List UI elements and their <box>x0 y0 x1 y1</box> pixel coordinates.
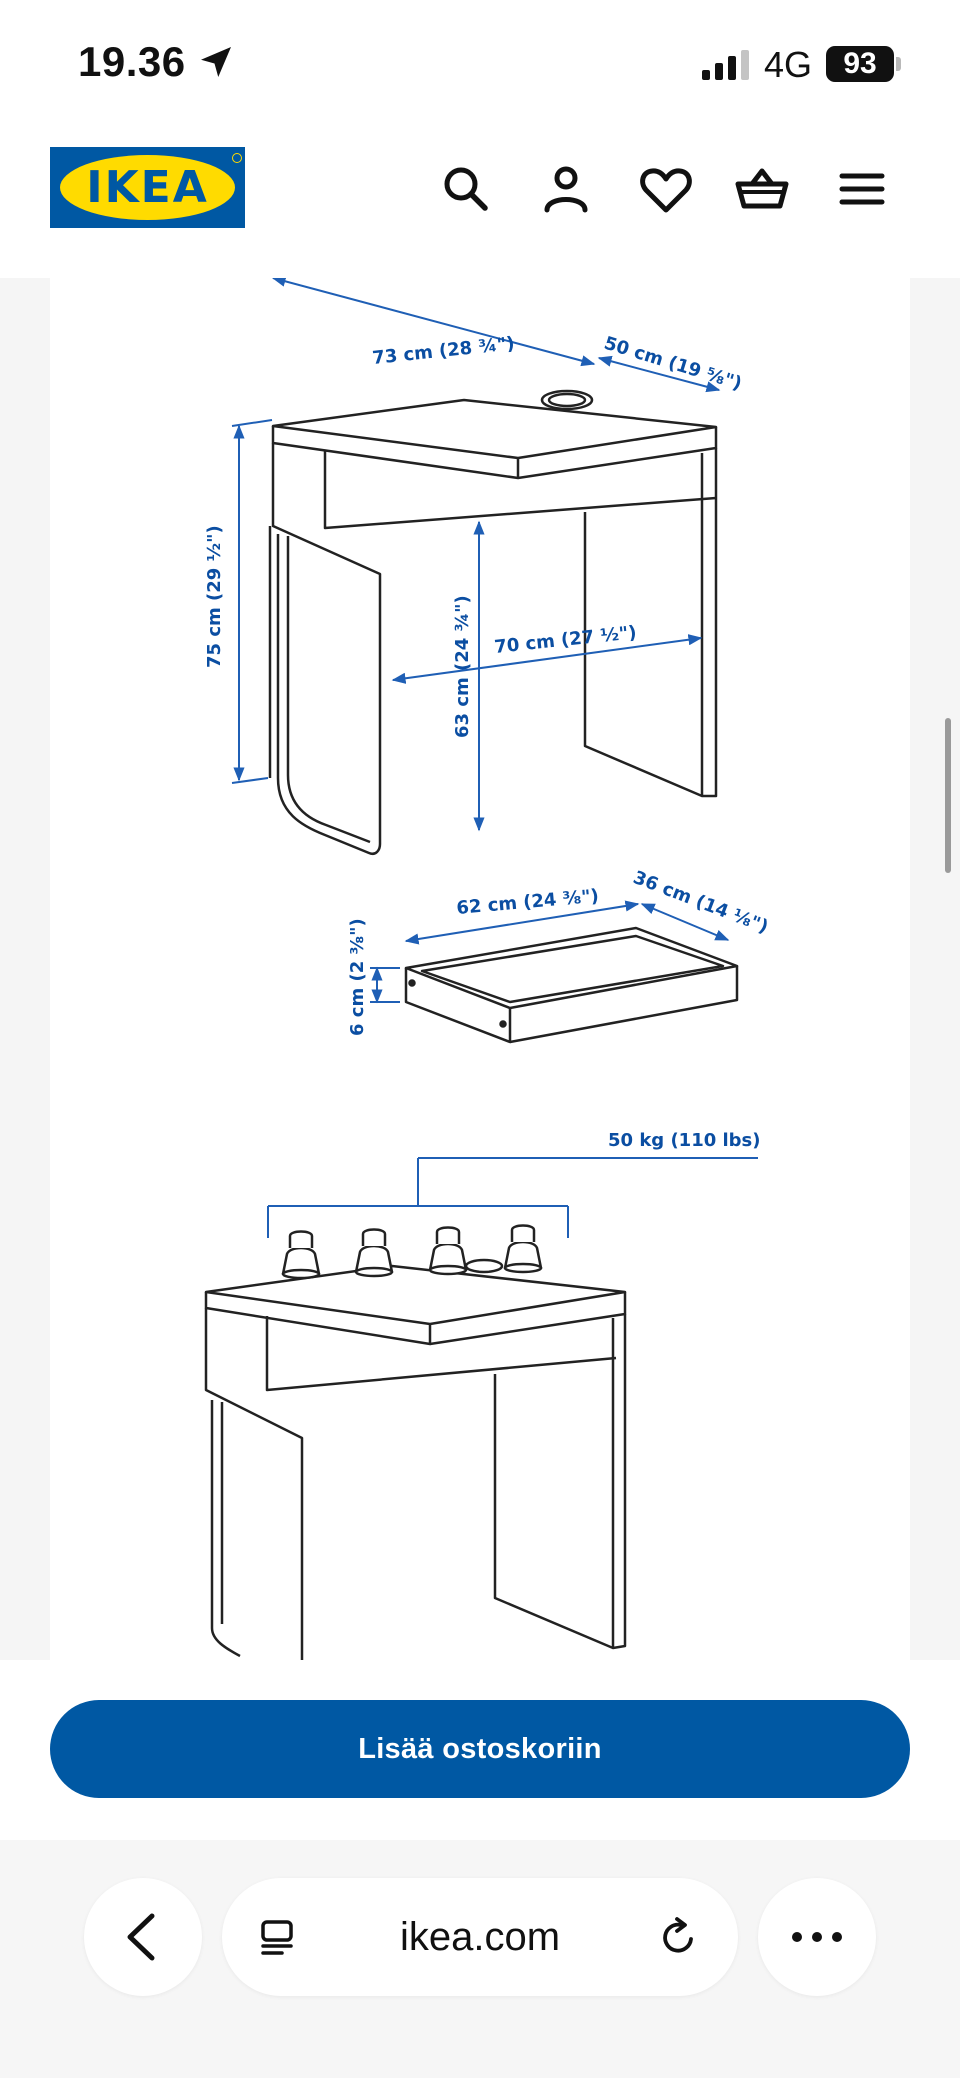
weight-3 <box>428 1226 504 1276</box>
basket-icon[interactable] <box>733 160 791 218</box>
chevron-left-icon <box>127 1913 155 1961</box>
ellipsis-icon <box>792 1932 842 1942</box>
status-bar: 19.36 4G 93 <box>0 0 960 130</box>
status-time: 19.36 <box>78 38 186 85</box>
drawer-depth-label: 36 cm (14 ⅛") <box>630 867 771 938</box>
address-bar[interactable]: ikea.com <box>222 1878 738 1996</box>
logo-ellipse <box>60 155 235 220</box>
dimension-image: 73 cm (28 ¾") 50 cm (19 ⅝") 75 cm (29 ½"… <box>50 275 910 1660</box>
drawer-drawing <box>404 926 739 1044</box>
desk-inner-height-label: 63 cm (24 ¾") <box>452 595 473 738</box>
url-text: ikea.com <box>399 1915 561 1959</box>
desk-height-label: 75 cm (29 ½") <box>204 525 225 668</box>
drawer-height-label: 6 cm (2 ⅜") <box>347 918 368 1036</box>
search-icon[interactable] <box>437 160 495 218</box>
desk-dimension-lines <box>231 275 721 832</box>
location-arrow-icon <box>201 47 231 77</box>
desk-inner-width-label: 70 cm (27 ½") <box>493 622 637 658</box>
product-image-gallery[interactable]: 73 cm (28 ¾") 50 cm (19 ⅝") 75 cm (29 ½"… <box>0 275 960 1660</box>
more-options-button[interactable] <box>758 1878 876 1996</box>
add-to-cart-button[interactable]: Lisää ostoskoriin <box>50 1700 910 1798</box>
reader-icon[interactable] <box>258 1917 298 1957</box>
weight-2 <box>354 1228 394 1278</box>
site-header: IKEA <box>0 130 960 278</box>
logo-text: IKEA <box>86 162 209 213</box>
battery-level: 93 <box>826 46 894 82</box>
cellular-signal-icon <box>702 50 749 80</box>
desk-width-label: 73 cm (28 ¾") <box>371 333 515 369</box>
load-capacity-label: 50 kg (110 lbs) <box>608 1130 761 1151</box>
dimension-diagram: 73 cm (28 ¾") 50 cm (19 ⅝") 75 cm (29 ½"… <box>204 275 771 1660</box>
heart-icon[interactable] <box>637 160 695 218</box>
weights-group <box>281 1224 543 1280</box>
logo-registered-mark <box>232 153 242 163</box>
weight-4 <box>503 1224 543 1274</box>
drawer-dimension-lines <box>370 900 730 1004</box>
battery-tip <box>896 57 901 71</box>
browser-toolbar: ikea.com <box>0 1840 960 2078</box>
load-indicator-lines <box>267 1157 758 1238</box>
network-type: 4G <box>764 44 813 85</box>
reload-icon[interactable] <box>658 1916 700 1958</box>
account-icon[interactable] <box>537 160 595 218</box>
gallery-scrollbar[interactable] <box>945 718 951 873</box>
ikea-logo[interactable]: IKEA <box>50 147 245 228</box>
desk-drawing <box>268 389 718 855</box>
loaded-desk-drawing <box>204 1264 627 1660</box>
weight-1 <box>281 1230 321 1280</box>
menu-icon[interactable] <box>833 160 891 218</box>
back-button[interactable] <box>84 1878 202 1996</box>
